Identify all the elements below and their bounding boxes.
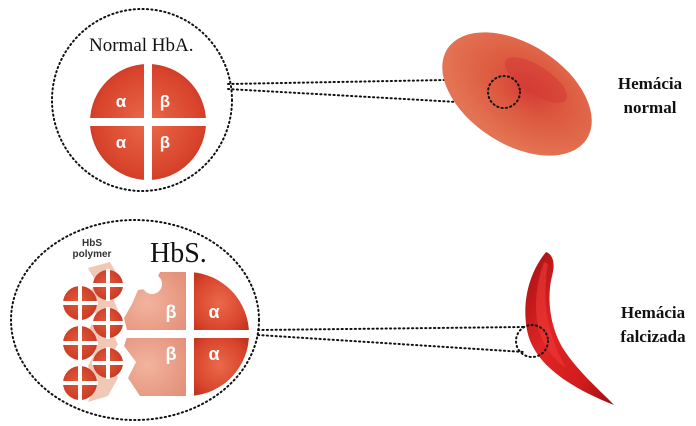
hbs-polymer-label-line1: HbS [82,238,102,249]
hbs-title: HbS. [150,238,207,269]
normal-hba-title: Normal HbA. [89,35,193,56]
hbs-subunit-alpha-1: α [208,302,219,322]
hbs-panel: HbS. HbS polymer [11,220,686,420]
normal-cell-label-line2: normal [624,98,677,117]
hemoglobin-tetramer-icon [88,62,208,182]
normal-subunit-alpha-2: α [116,133,127,152]
hbs-polymer-label-line2: polymer [73,249,112,260]
sickle-cell-label-line2: falcizada [620,327,686,346]
normal-red-blood-cell-icon [420,7,614,181]
hbs-connector-lower [258,335,524,352]
normal-subunit-beta-2: β [160,133,170,152]
normal-hba-panel: Normal HbA. α β α β Hemácia normal [52,7,683,191]
normal-subunit-alpha-1: α [116,92,127,111]
hbs-tetramer-icon [124,270,251,398]
hbs-subunit-alpha-2: α [208,344,219,364]
hbs-subunit-beta-2: β [166,344,177,364]
normal-cell-label-line1: Hemácia [618,74,683,93]
hbs-connector-upper [258,327,524,330]
normal-subunit-beta-1: β [160,92,170,111]
hbs-polymer-chain-icon [62,262,124,402]
sickle-red-blood-cell-icon [525,252,614,405]
hbs-subunit-beta-1: β [166,302,177,322]
sickle-cell-label-line1: Hemácia [621,303,686,322]
